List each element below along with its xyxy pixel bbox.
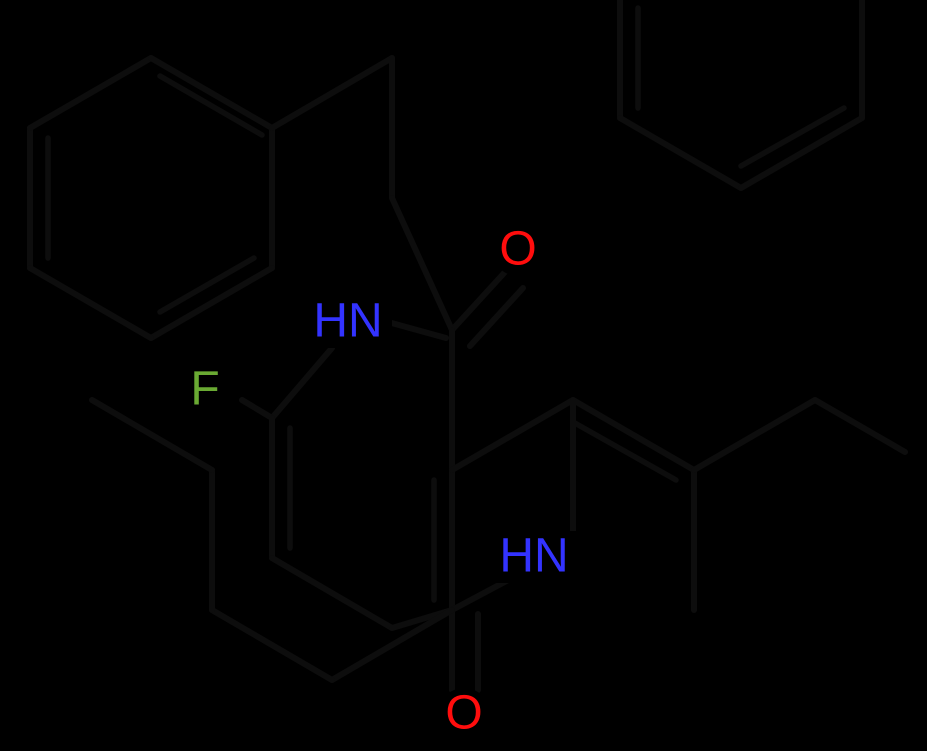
nitrogen-lower-text: HN [499,530,568,583]
bottom-left-chain [89,397,335,683]
upper-amide-group [385,195,526,473]
aryl-ring-top-left [27,55,275,341]
aryl-ring-fluoro-central [239,397,455,631]
fluorine-text: F [190,363,219,416]
oxygen-top-text: O [499,223,536,276]
nitrogen-upper-text: HN [313,295,382,348]
atom-label-fluorine: F [182,363,230,416]
lower-amide-group [329,397,576,693]
atom-label-oxygen-top: O [492,223,544,276]
linker-upper-n-to-fluoroaryl [269,345,335,421]
atom-label-nitrogen-upper: HN [306,295,392,348]
oxygen-bottom-text: O [445,687,482,740]
aryl-ring-top-right [617,0,865,191]
linker-topleft-ring-to-chain [269,55,395,201]
atom-label-nitrogen-lower: HN [492,530,578,583]
atom-label-oxygen-bottom: O [438,687,490,740]
central-ring [431,397,697,613]
right-side-chain [691,397,908,473]
